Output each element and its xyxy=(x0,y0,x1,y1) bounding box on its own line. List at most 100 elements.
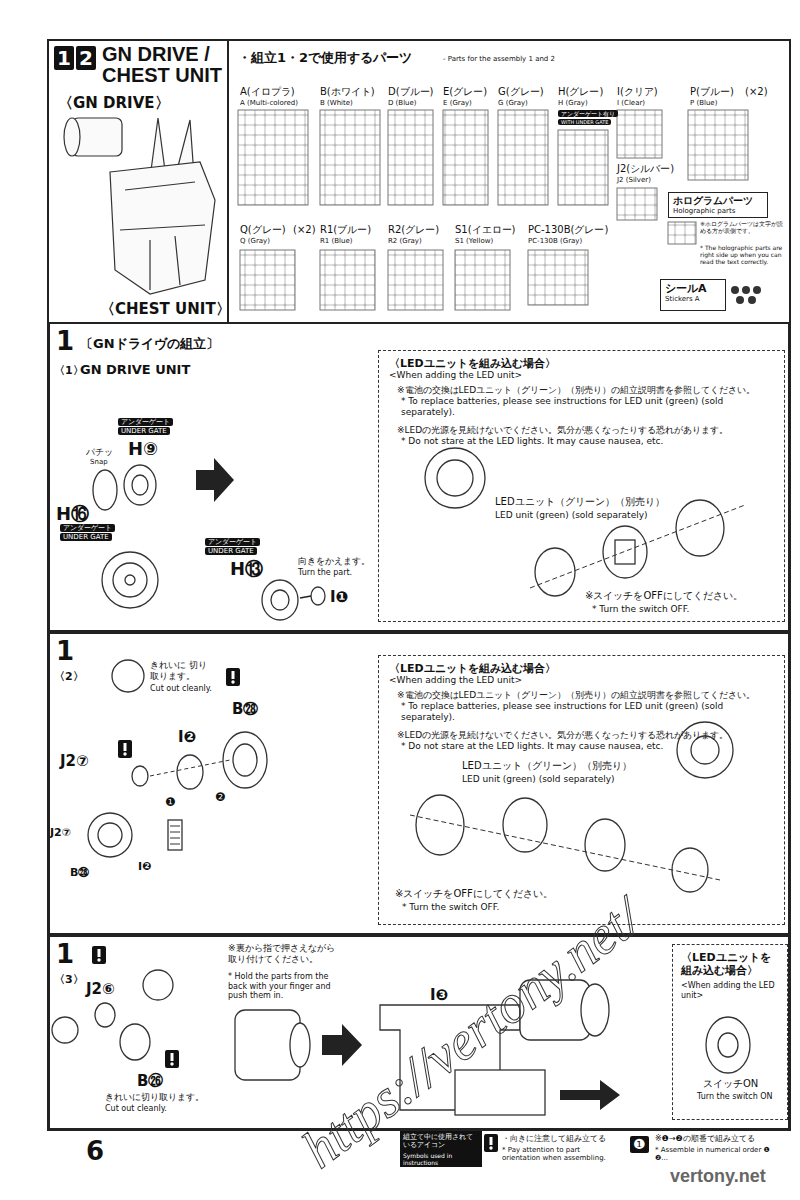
note-text: ❷ xyxy=(215,790,226,804)
led-note-box: 〈LEDユニットを組み込む場合〉<When adding the LED uni… xyxy=(378,350,785,622)
sticker-box: シールAStickers A xyxy=(660,279,726,311)
tag-label: UNDER GATE xyxy=(60,533,112,541)
box-text: <When adding the LED unit> xyxy=(389,370,774,381)
callout-number: H⑯ xyxy=(56,503,89,525)
holo-box: ホログラムパーツHolographic parts xyxy=(668,192,768,218)
callout-number: I❶ xyxy=(330,588,348,606)
tag-label: UNDER GATE xyxy=(118,427,170,435)
tag-label: アンダーゲート xyxy=(205,538,260,546)
callout-number: H⑨ xyxy=(128,438,158,460)
note-text: G(グレー) xyxy=(498,86,544,98)
callout-number: 〈CHEST UNIT〉 xyxy=(100,300,231,318)
watermark: vertony.net xyxy=(670,1166,766,1188)
icon-legend-box: 組立て中に使用されているアイコンSymbols used in instruct… xyxy=(400,1131,482,1167)
note-text: (×2) xyxy=(293,224,316,236)
box-heading: シールA xyxy=(665,282,721,295)
note-text: Turn the part. xyxy=(298,568,352,578)
note-text: S1 (Yellow) xyxy=(455,237,493,245)
note-text: ・向きに注意して組み立てる xyxy=(502,1134,606,1144)
box-text: * Do not stare at the LED lights. It may… xyxy=(401,436,774,447)
callout-number: J2⑦ xyxy=(60,752,89,770)
note-text: I❷ xyxy=(138,860,151,873)
note-text: (×2) xyxy=(745,86,768,98)
box-text: * Do not stare at the LED lights. It may… xyxy=(401,741,774,752)
note-text: B㉘ xyxy=(70,866,89,879)
note-text: B(ホワイト) xyxy=(320,86,375,98)
box-text: - Parts for the assembly 1 and 2 xyxy=(443,55,555,63)
box-heading: 〈LEDユニットを組み込む場合〉 xyxy=(389,662,774,675)
box-text: GN DRIVE UNIT xyxy=(80,362,190,378)
box-text: Holographic parts xyxy=(673,207,763,215)
note-text: PC-130B(グレー) xyxy=(528,224,608,236)
callout-number: H⑬ xyxy=(230,558,263,580)
note-text: Snap xyxy=(90,458,108,466)
callout-number: B㉖ xyxy=(137,1072,163,1090)
tag-label: アンダーゲート xyxy=(118,418,173,426)
note-text: P(ブルー) xyxy=(690,86,734,98)
box-text: 〔GNドライヴの組立〕 xyxy=(80,336,219,352)
section-title: GN DRIVE / CHEST UNIT xyxy=(102,44,228,86)
callout-number: J2⑥ xyxy=(86,980,115,998)
note-text: H(グレー) xyxy=(558,86,603,98)
note-text: R2 (Gray) xyxy=(388,237,422,245)
note-text: D(ブルー) xyxy=(388,86,434,98)
note-text: J2 (Silver) xyxy=(617,176,651,184)
box-heading: 〈LEDユニットを組み込む場合〉 xyxy=(681,951,779,977)
note-text: ※スイッチをOFFにしてください。 xyxy=(585,590,743,602)
box-text: <When adding the LED unit> xyxy=(681,981,779,1000)
tag-label: UNDER GATE xyxy=(205,547,257,555)
box-text: * To replace batteries, please see instr… xyxy=(401,396,774,418)
parts-panel: ・組立1・2で使用するパーツ - Parts for the assembly 1… xyxy=(228,40,790,322)
box-text: ※電池の交換はLEDユニット（グリーン）（別売り）の組立説明書を参照してください… xyxy=(397,385,774,396)
note-text: H (Gray) xyxy=(558,99,588,107)
note-text: R2(グレー) xyxy=(388,224,439,236)
note-text: A(イロプラ) xyxy=(240,86,295,98)
note-text: Cut out cleanly. xyxy=(105,1104,167,1114)
tag-label: WITH UNDER GATE xyxy=(558,119,611,125)
note-text: J2⑦ xyxy=(50,826,71,839)
note-text: * Turn the switch OFF. xyxy=(592,604,689,615)
note-text: LED unit (green) (sold separately) xyxy=(495,510,648,521)
box-heading: ・組立1・2で使用するパーツ xyxy=(238,50,412,66)
note-text: * The holographic parts are right side u… xyxy=(700,244,786,266)
note-text: Turn the switch ON xyxy=(697,1092,773,1102)
box-heading: 〈LEDユニットを組み込む場合〉 xyxy=(389,357,774,370)
note-text: R1 (Blue) xyxy=(320,237,353,245)
note-text: ※スイッチをOFFにしてください。 xyxy=(395,888,553,900)
box-text: <When adding the LED unit> xyxy=(389,675,774,686)
note-text: E(グレー) xyxy=(443,86,487,98)
note-text: きれいに 切り取ります。 xyxy=(150,660,212,682)
note-text: ❶ xyxy=(165,795,176,809)
led-note-box: 〈LEDユニットを組み込む場合〉<When adding the LED uni… xyxy=(378,655,785,925)
note-text: P (Blue) xyxy=(690,99,717,107)
box-heading: 1 xyxy=(56,636,74,667)
note-text: D (Blue) xyxy=(388,99,417,107)
box-heading: ホログラムパーツ xyxy=(673,195,763,207)
tag-label: 2 xyxy=(76,46,96,70)
note-text: LED unit (green) (sold separately) xyxy=(462,774,615,785)
note-text: * Hold the parts from the back with your… xyxy=(228,972,340,1001)
step-panel: 1〔GNドライヴの組立〕〈1〉GN DRIVE UNIT〈LEDユニットを組み込… xyxy=(48,322,790,632)
box-text: Stickers A xyxy=(665,295,721,303)
note-text: LEDユニット（グリーン）（別売り） xyxy=(462,760,632,772)
tag-label: アンダーゲート有り xyxy=(558,110,618,117)
box-text: Symbols used in instructions xyxy=(403,1152,479,1166)
note-text: きれいに切り取ります。 xyxy=(105,1092,204,1103)
box-text: 〈2〉 xyxy=(54,670,84,683)
note-text: * Assemble in numerical order ❶ ❷... xyxy=(655,1146,783,1163)
callout-number: 6 xyxy=(86,1136,104,1167)
note-text: スイッチON xyxy=(703,1078,758,1090)
box-heading: 1 xyxy=(56,939,74,970)
note-text: LEDユニット（グリーン）（別売り） xyxy=(495,496,665,508)
box-text: * To replace batteries, please see instr… xyxy=(401,701,774,723)
note-text: ※ホログラムパーツは文字が読める方が表側です。 xyxy=(700,220,786,234)
note-text: B (White) xyxy=(320,99,353,107)
note-text: 向きをかえます。 xyxy=(298,556,370,567)
note-text: Cut out cleanly. xyxy=(150,684,212,694)
note-text: Q (Gray) xyxy=(240,237,270,245)
callout-number: B㉘ xyxy=(232,700,258,718)
note-text: Q(グレー) xyxy=(240,224,286,236)
box-heading: 1 xyxy=(56,326,74,357)
note-text: * Pay attention to part orientation when… xyxy=(502,1146,620,1163)
tag-label: ❶ xyxy=(630,1136,649,1153)
